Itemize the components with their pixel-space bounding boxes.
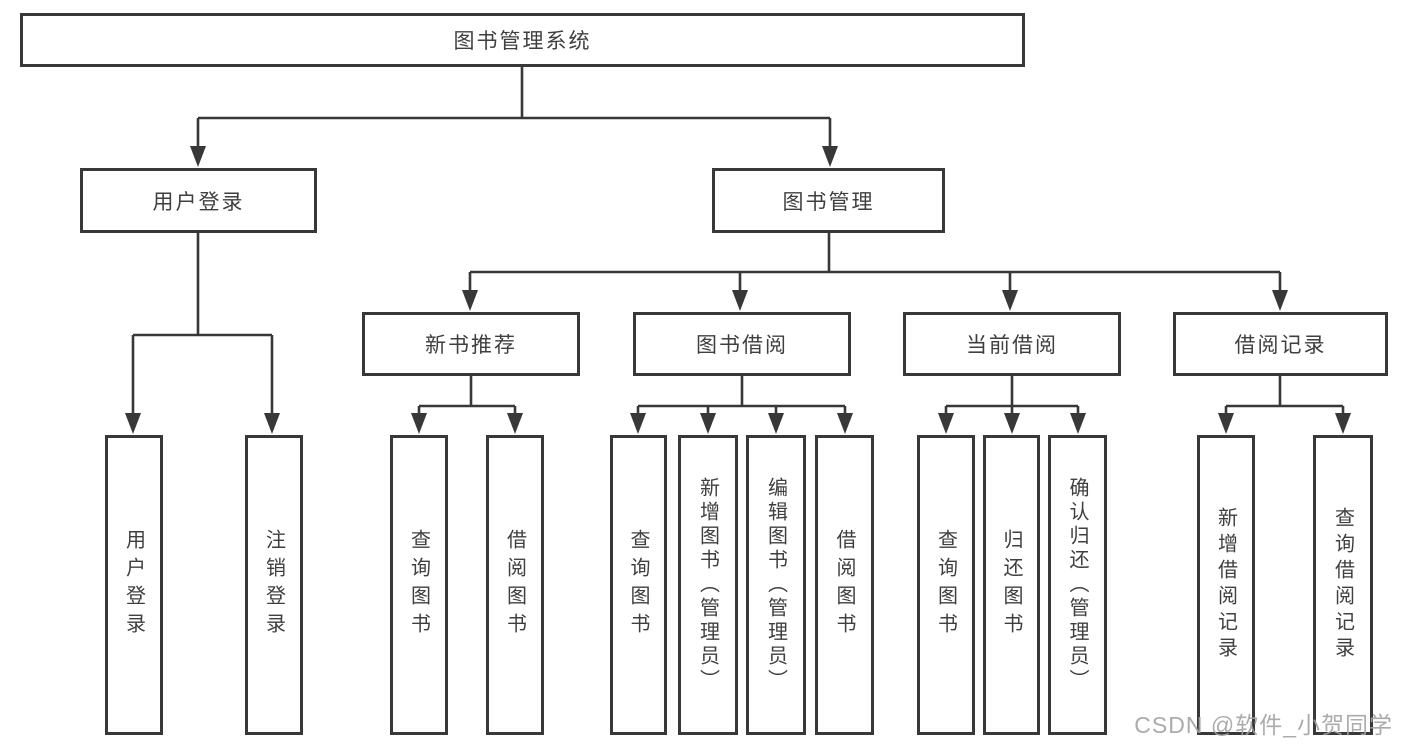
node-leaf-borrow-book-b: 借阅图书	[815, 435, 874, 735]
node-borrowing-records: 借阅记录	[1173, 312, 1388, 376]
node-leaf-query-borrow-record: 查询借阅记录	[1313, 435, 1373, 735]
node-leaf-add-book-admin: 新增图书（管理员）	[678, 435, 738, 735]
node-root: 图书管理系统	[20, 13, 1025, 67]
node-leaf-borrow-book-a: 借阅图书	[486, 435, 544, 735]
node-new-book-recommendation: 新书推荐	[362, 312, 580, 376]
node-leaf-query-book-c: 查询图书	[917, 435, 975, 735]
node-book-management: 图书管理	[712, 168, 945, 233]
node-leaf-query-book-a: 查询图书	[390, 435, 448, 735]
node-current-borrowing: 当前借阅	[903, 312, 1121, 376]
node-leaf-confirm-return-admin: 确认归还（管理员）	[1048, 435, 1107, 735]
csdn-watermark: CSDN @软件_小贺同学	[1134, 712, 1393, 738]
node-leaf-add-borrow-record: 新增借阅记录	[1197, 435, 1255, 735]
node-leaf-user-login: 用户登录	[105, 435, 163, 735]
arrowheads	[125, 146, 1351, 434]
node-leaf-logout: 注销登录	[245, 435, 303, 735]
node-leaf-query-book-b: 查询图书	[610, 435, 667, 735]
node-book-borrowing: 图书借阅	[633, 312, 851, 376]
node-leaf-return-book: 归还图书	[983, 435, 1040, 735]
node-user-login: 用户登录	[80, 168, 317, 233]
node-leaf-edit-book-admin: 编辑图书（管理员）	[746, 435, 806, 735]
